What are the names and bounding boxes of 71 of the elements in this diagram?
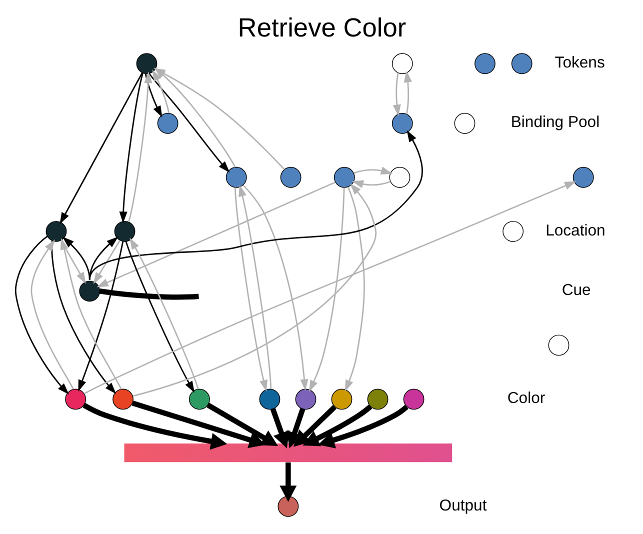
arrow: [30, 240, 74, 390]
node-circle: [156, 112, 178, 134]
arrow: [60, 238, 122, 390]
arrow: [148, 73, 230, 173]
node-circle: [366, 388, 388, 410]
arrow: [351, 180, 390, 188]
diagram-title: Retrieve Color: [237, 12, 406, 42]
label: Color: [506, 390, 545, 408]
node-circle: [510, 53, 532, 74]
node-circle: [112, 388, 133, 410]
node-bar: [123, 442, 452, 463]
arrow: [392, 72, 400, 116]
node-circle: [280, 166, 301, 188]
node-circle: [64, 388, 86, 410]
node-circle: [78, 280, 100, 302]
node-circle: [136, 53, 157, 74]
arrow: [132, 183, 376, 397]
arrow: [318, 404, 408, 448]
node-circle: [188, 388, 210, 410]
arrow: [96, 278, 198, 300]
arrow: [82, 402, 227, 450]
node-circle: [333, 166, 354, 188]
arrow: [152, 70, 170, 114]
node-circle: [258, 388, 280, 410]
label: Location: [545, 222, 605, 240]
node-circle: [388, 166, 410, 188]
node-circle: [548, 334, 569, 356]
arrow: [88, 130, 422, 280]
node-circle: [45, 220, 66, 242]
arrow: [60, 240, 86, 284]
label: Cue: [561, 282, 590, 300]
arrow: [403, 70, 412, 114]
node-circle: [474, 53, 495, 74]
arrow: [14, 236, 68, 395]
arrow: [238, 184, 272, 390]
label: Binding Pool: [510, 114, 600, 132]
arrow: [279, 462, 296, 502]
arrow: [144, 74, 162, 118]
node-circle: [454, 112, 475, 134]
arrow: [353, 166, 392, 175]
node-circle: [225, 166, 246, 188]
arrow: [344, 186, 364, 392]
arrow: [78, 241, 124, 392]
node-circle: [502, 220, 524, 242]
arrow: [83, 181, 576, 394]
arrow: [118, 72, 143, 224]
arrow: [292, 404, 336, 447]
node-circle: [277, 496, 298, 517]
arrow: [131, 400, 266, 448]
arrow: [96, 182, 336, 288]
arrow: [302, 404, 372, 446]
node-circle: [391, 53, 412, 74]
node-circle: [402, 388, 424, 410]
arrow: [50, 240, 116, 394]
arrow: [206, 402, 278, 446]
arrow: [242, 184, 308, 391]
arrow: [270, 408, 289, 448]
arrow: [308, 188, 344, 392]
label: Output: [438, 497, 486, 514]
node-circle: [572, 166, 594, 188]
arrow: [88, 236, 118, 280]
arrow: [59, 72, 142, 224]
label: Tokens: [554, 54, 604, 72]
node-circle: [391, 112, 412, 134]
arrow: [286, 408, 305, 448]
node-circle: [114, 220, 135, 242]
arrow: [92, 240, 120, 284]
node-circle: [294, 388, 316, 410]
arrow: [234, 187, 268, 392]
arrow: [128, 72, 152, 222]
node-circle: [330, 388, 352, 410]
